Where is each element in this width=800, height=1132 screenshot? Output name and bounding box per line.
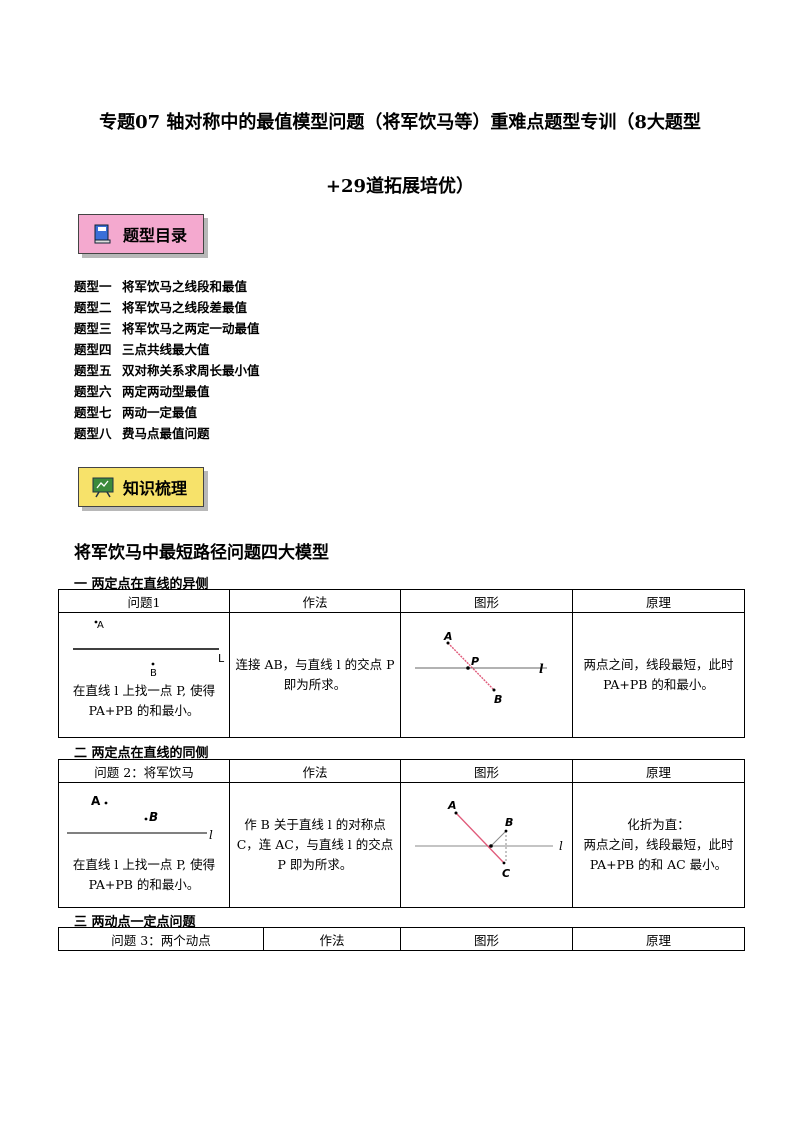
toc-item: 题型八费马点最值问题 bbox=[74, 426, 210, 441]
point-b-label: B bbox=[494, 693, 502, 706]
figure-cell: l A P B bbox=[400, 612, 573, 738]
header-problem: 问题 2：将军饮马 bbox=[58, 759, 230, 783]
line-label: l bbox=[539, 662, 544, 676]
problem-cell: A L B 在直线 l 上找一点 P, 使得 PA+PB 的和最小。 bbox=[58, 612, 230, 738]
header-figure: 图形 bbox=[400, 927, 573, 951]
toc-item: 题型七两动一定最值 bbox=[74, 405, 198, 420]
label-a: A bbox=[97, 620, 104, 631]
figure-diagram: l A B C bbox=[415, 799, 563, 880]
problem-sketch: A B l bbox=[67, 794, 213, 842]
section2-table: 问题 2：将军饮马 作法 图形 原理 A B l 在直线 l 上找一点 P, 使… bbox=[58, 759, 745, 908]
point-p-label: P bbox=[471, 655, 479, 668]
section1-table: 问题1 作法 图形 原理 A L B 在直线 l 上找一点 P, 使得 PA+P… bbox=[58, 589, 745, 738]
point-a-label: A bbox=[447, 799, 457, 812]
header-method: 作法 bbox=[229, 759, 401, 783]
problem-cell: A B l 在直线 l 上找一点 P, 使得 PA+PB 的和最小。 bbox=[58, 782, 230, 908]
header-problem: 问题 3：两个动点 bbox=[58, 927, 264, 951]
figure-diagram: l A P B bbox=[415, 630, 547, 706]
principle-text: 两点之间，线段最短，此时 PA+PB 的和 AC 最小。 bbox=[583, 837, 734, 872]
method-text: 作 B 关于直线 l 的对称点 C，连 AC，与直线 l 的交点 P 即为所求。 bbox=[229, 782, 401, 908]
knowledge-badge-label: 知识梳理 bbox=[123, 479, 188, 498]
toc-item: 题型三将军饮马之两定一动最值 bbox=[74, 321, 260, 336]
document-title-line-1: 专题07 轴对称中的最值模型问题（将军饮马等）重难点题型专训（8大题型 bbox=[99, 112, 701, 133]
problem-text: 在直线 l 上找一点 P, 使得 PA+PB 的和最小。 bbox=[72, 857, 216, 892]
point-b-label: B bbox=[505, 816, 513, 829]
toc-item: 题型四三点共线最大值 bbox=[74, 342, 210, 357]
toc-item: 题型一将军饮马之线段和最值 bbox=[74, 279, 248, 294]
section3-table: 问题 3：两个动点 作法 图形 原理 bbox=[58, 927, 745, 951]
header-principle: 原理 bbox=[572, 759, 745, 783]
header-method: 作法 bbox=[263, 927, 401, 951]
section1-title: 一 两定点在直线的异侧 bbox=[74, 577, 209, 592]
toc-badge: 题型目录 bbox=[78, 214, 204, 254]
toc-list: 题型一将军饮马之线段和最值 题型二将军饮马之线段差最值 题型三将军饮马之两定一动… bbox=[74, 276, 260, 444]
label-a: A bbox=[91, 794, 101, 808]
problem-text: 在直线 l 上找一点 P, 使得 PA+PB 的和最小。 bbox=[72, 683, 216, 718]
method-text: 连接 AB，与直线 l 的交点 P 即为所求。 bbox=[229, 612, 401, 738]
book-icon bbox=[94, 224, 111, 244]
toc-item: 题型二将军饮马之线段差最值 bbox=[74, 300, 248, 315]
blackboard-icon bbox=[92, 477, 114, 498]
principle-cell: 化折为直： 两点之间，线段最短，此时 PA+PB 的和 AC 最小。 bbox=[572, 782, 745, 908]
point-c-label: C bbox=[502, 867, 510, 880]
toc-item: 题型五双对称关系求周长最小值 bbox=[74, 363, 260, 378]
label-b: B bbox=[150, 668, 157, 679]
header-figure: 图形 bbox=[400, 759, 573, 783]
knowledge-badge: 知识梳理 bbox=[78, 467, 204, 507]
line-label: l bbox=[559, 839, 563, 853]
document-title-line-2: +29道拓展培优） bbox=[325, 176, 475, 197]
problem-sketch: A L B bbox=[73, 620, 225, 679]
header-method: 作法 bbox=[229, 589, 401, 613]
principle-text: 两点之间，线段最短，此时 PA+PB 的和最小。 bbox=[572, 612, 745, 738]
principle-title: 化折为直： bbox=[627, 817, 690, 832]
label-line: l bbox=[209, 828, 213, 842]
section2-title: 二 两定点在直线的同侧 bbox=[74, 746, 209, 761]
label-line: L bbox=[218, 652, 225, 665]
point-a-label: A bbox=[443, 630, 453, 643]
header-problem: 问题1 bbox=[58, 589, 230, 613]
toc-badge-label: 题型目录 bbox=[123, 226, 188, 245]
label-b: B bbox=[149, 810, 158, 824]
section3-title: 三 两动点一定点问题 bbox=[74, 915, 196, 930]
section-heading: 将军饮马中最短路径问题四大模型 bbox=[74, 543, 329, 563]
header-principle: 原理 bbox=[572, 927, 745, 951]
toc-item: 题型六两定两动型最值 bbox=[74, 384, 210, 399]
header-figure: 图形 bbox=[400, 589, 573, 613]
figure-cell: l A B C bbox=[400, 782, 573, 908]
header-principle: 原理 bbox=[572, 589, 745, 613]
